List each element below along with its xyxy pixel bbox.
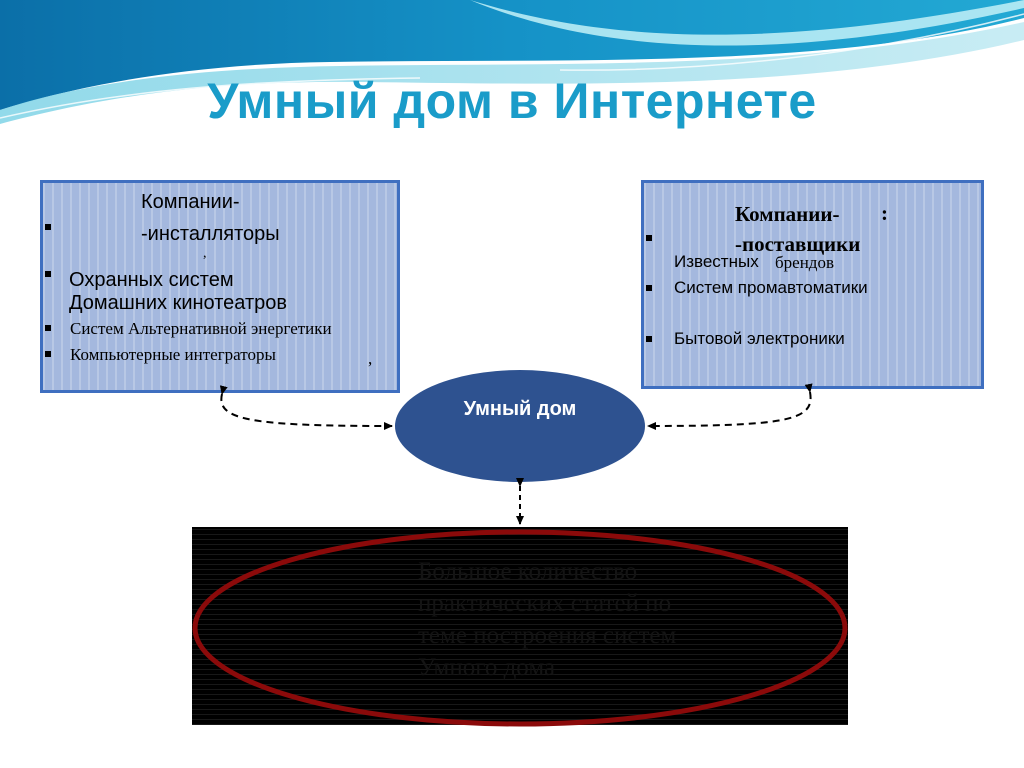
articles-line: практических статей по: [418, 590, 672, 617]
suppliers-header-line1: Компании-: [735, 202, 840, 226]
articles-line: Большое количество: [418, 558, 638, 585]
suppliers-box: [641, 180, 984, 389]
installers-item-integrators: Компьютерные интеграторы: [70, 345, 276, 364]
connector-installers: [219, 385, 393, 430]
installers-item-alt-energy: Систем Альтернативной энергетики: [70, 319, 332, 338]
installers-header-line2: -инсталляторы: [141, 223, 280, 245]
suppliers-item-brands-prefix: Известных: [674, 252, 759, 271]
suppliers-item-electronics: Бытовой электроники: [674, 329, 845, 348]
bullet-icon: [646, 336, 652, 342]
suppliers-item-automation: Систем промавтоматики: [674, 278, 868, 297]
bullet-icon: [45, 224, 51, 230]
bullet-icon: [45, 271, 51, 277]
suppliers-item-brands-suffix: брендов: [775, 253, 834, 272]
decorative-waves: [0, 0, 1024, 124]
trailing-comma: ,: [368, 349, 373, 368]
articles-line: Умного дома: [418, 654, 556, 681]
installers-box: [40, 180, 400, 393]
smart-home-node: [395, 370, 645, 482]
bullet-icon: [45, 325, 51, 331]
articles-text: Большое количество практических статей п…: [418, 556, 676, 684]
comma-mark: ,: [203, 246, 207, 261]
articles-line: теме построения систем: [418, 622, 677, 649]
smart-home-label: Умный дом: [463, 398, 577, 420]
connector-suppliers: [647, 383, 813, 430]
installers-item-security: Охранных систем: [69, 269, 234, 291]
bullet-icon: [646, 235, 652, 241]
suppliers-header-line2: -поставщики: [735, 232, 861, 256]
installers-header-line1: Компании-: [141, 191, 240, 213]
slide-title: Умный дом в Интернете: [207, 73, 817, 129]
bullet-icon: [646, 285, 652, 291]
installers-item-home-theaters: Домашних кинотеатров: [69, 292, 288, 314]
bullet-icon: [45, 351, 51, 357]
suppliers-colon: :: [881, 201, 888, 225]
